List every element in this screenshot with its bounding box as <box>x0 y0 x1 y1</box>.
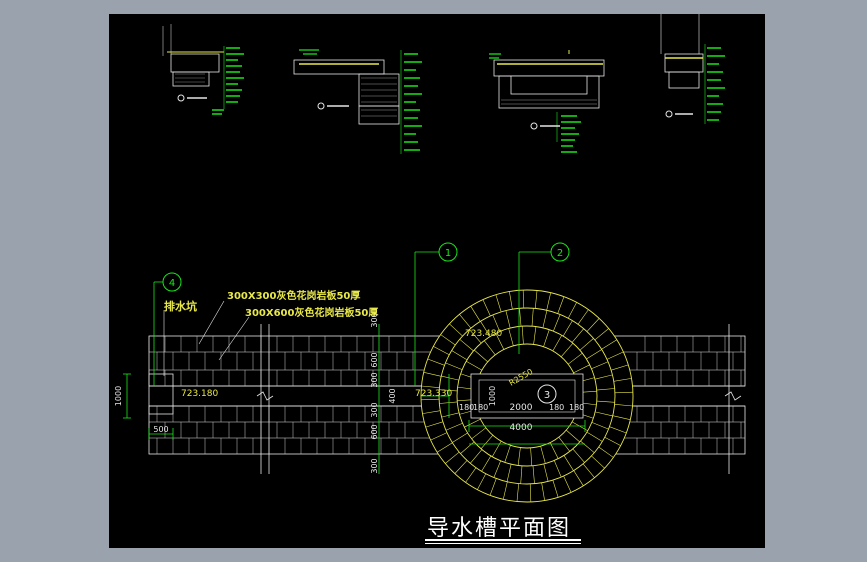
callout-1-label: 1 <box>445 248 451 259</box>
dim-180-a: 180 <box>459 403 474 412</box>
elevation-723-180: 723.180 <box>181 389 218 399</box>
elevation-723-480: 723.480 <box>465 329 502 339</box>
dim-400: 400 <box>388 388 397 403</box>
break-lines <box>256 324 742 474</box>
title-underline-thick <box>425 539 581 541</box>
circular-basin <box>420 289 634 503</box>
section-detail-3 <box>489 50 605 153</box>
section-detail-1 <box>162 24 244 115</box>
dim-2000: 2000 <box>510 403 533 413</box>
title-underline-thin <box>425 543 581 544</box>
callout-2-marker[interactable] <box>550 242 570 262</box>
callout-4-label: 4 <box>169 278 175 289</box>
drawing-title: 导水槽平面图 <box>427 516 572 541</box>
callout-1-leader <box>414 251 439 386</box>
note-drain-pit: 排水坑 <box>164 299 197 313</box>
dim-1000-inner: 1000 <box>488 386 497 406</box>
dim-180-c: 180 <box>549 403 564 412</box>
dim-300-c: 300 <box>370 402 379 417</box>
cad-drawing: 1 2 4 3 排水坑 300X300灰色花岗岩板50厚 300X600灰色花岗… <box>114 14 746 503</box>
drawing-viewport: 1 2 4 3 排水坑 300X300灰色花岗岩板50厚 300X600灰色花岗… <box>109 14 765 548</box>
callout-1-marker[interactable] <box>438 242 458 262</box>
dimension-lines <box>123 324 586 474</box>
dim-300-b: 300 <box>370 372 379 387</box>
callout-3-label: 3 <box>544 390 550 401</box>
callout-4-leader <box>153 281 163 386</box>
dim-180-d: 180 <box>569 403 584 412</box>
dim-300-a: 300 <box>370 312 379 327</box>
dim-600-b: 600 <box>370 424 379 439</box>
callout-2-label: 2 <box>557 248 563 259</box>
callout-4-marker[interactable] <box>162 272 182 292</box>
dim-4000: 4000 <box>510 423 533 433</box>
dim-300-d: 300 <box>370 458 379 473</box>
section-detail-2 <box>293 49 422 154</box>
note-granite-300x600: 300X600灰色花岗岩板50厚 <box>245 306 378 319</box>
dim-600-a: 600 <box>370 352 379 367</box>
callout-2-leader <box>518 251 551 354</box>
dim-180-b: 180 <box>473 403 488 412</box>
dim-500: 500 <box>153 425 168 434</box>
note-granite-300x300: 300X300灰色花岗岩板50厚 <box>227 289 360 302</box>
section-detail-4 <box>660 14 725 124</box>
dim-1000-left: 1000 <box>114 386 123 406</box>
callout-3-marker[interactable] <box>537 384 557 404</box>
note-leaders <box>163 300 250 376</box>
elevation-723-330: 723.330 <box>415 389 452 399</box>
